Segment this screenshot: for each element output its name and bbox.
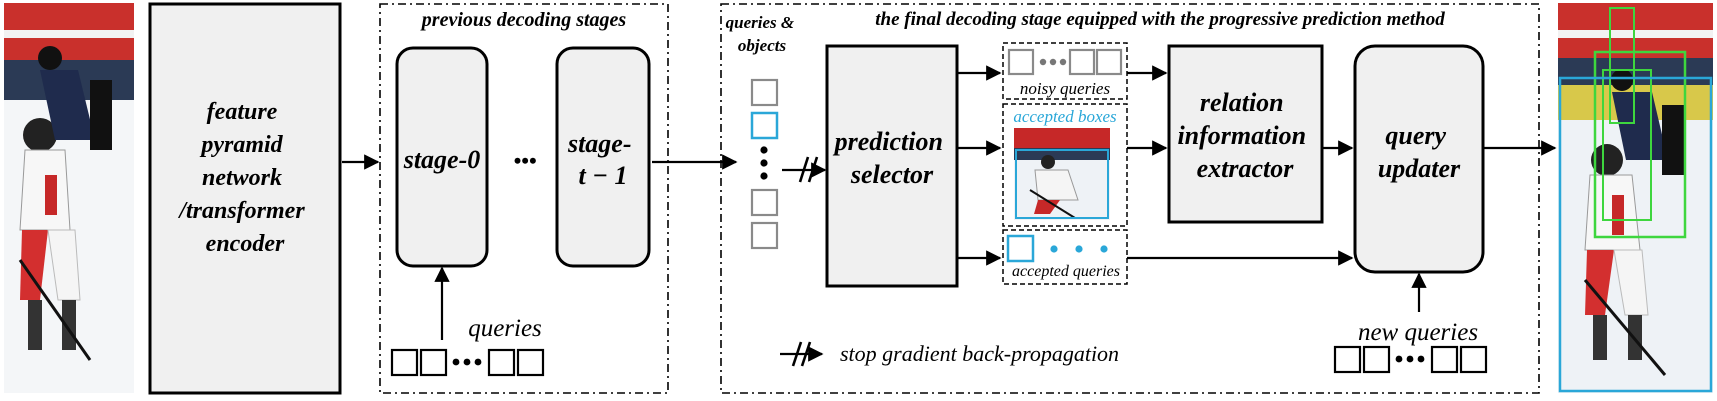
queries-label-left: queries [468, 315, 542, 342]
stop-gradient-legend-icon [780, 341, 824, 367]
accepted-queries-frame [1002, 229, 1128, 285]
accepted-boxes-label: accepted boxes [1013, 107, 1117, 126]
stop-gradient-icon [798, 156, 819, 183]
previous-stages-frame [379, 3, 669, 394]
input-image [4, 3, 134, 393]
stop-gradient-legend-label: stop gradient back-propagation [840, 341, 1119, 366]
prediction-selector-box [825, 44, 959, 288]
accepted-boxes-thumbnail [1014, 128, 1110, 220]
output-image [1558, 3, 1713, 393]
query-updater-box [1353, 44, 1485, 274]
accepted-boxes-frame [1002, 103, 1128, 227]
previous-stages-title: previous decoding stages [420, 9, 627, 31]
new-query-squares [1333, 345, 1488, 374]
noisy-query-squares [1007, 48, 1123, 76]
query-updater-label: query updater [1378, 121, 1461, 183]
stage-0-label: stage-0 [403, 145, 481, 174]
stage-ellipsis: ••• [513, 148, 536, 173]
accepted-queries-label: accepted queries [1012, 263, 1120, 280]
prediction-selector-label: prediction selector [833, 127, 950, 189]
fpn-label: feature pyramid network /transformer enc… [177, 99, 310, 257]
noisy-queries-label: noisy queries [1020, 79, 1111, 98]
accepted-query-squares [1006, 234, 1108, 263]
relation-extractor-box [1167, 44, 1324, 224]
relation-extractor-label: relation information extractor [1177, 88, 1312, 183]
stage-t-minus-1-label: stage- t − 1 [567, 129, 638, 190]
final-stage-title: the final decoding stage equipped with t… [875, 9, 1445, 30]
stage-0-box [395, 46, 489, 268]
final-stage-frame [720, 3, 1540, 394]
new-queries-label: new queries [1358, 319, 1478, 346]
query-object-stack [750, 78, 779, 250]
noisy-queries-frame [1002, 42, 1128, 100]
fpn-box [148, 2, 342, 395]
stage-t-minus-1-box [555, 46, 651, 268]
query-squares-left [390, 348, 545, 377]
queries-objects-label: queries & objects [726, 13, 799, 55]
